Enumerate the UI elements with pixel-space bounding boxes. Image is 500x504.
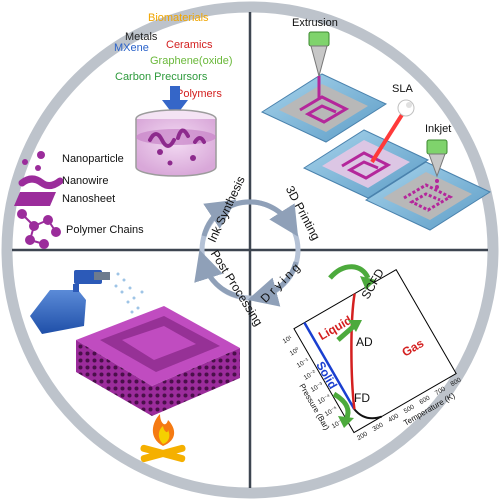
cycle-arrow-right-icon bbox=[247, 261, 299, 307]
method-fd-label: FD bbox=[354, 391, 370, 405]
nanoparticle-icon bbox=[22, 151, 45, 171]
spray-mist bbox=[114, 272, 144, 314]
cycle-arrow-left-icon bbox=[201, 199, 237, 237]
sla-label: SLA bbox=[392, 83, 413, 95]
x-tick: 700 bbox=[434, 385, 447, 397]
inkjet-nozzle-icon bbox=[426, 139, 448, 189]
material-polymers: Polymers bbox=[176, 88, 222, 100]
material-biomaterials: Biomaterials bbox=[148, 12, 209, 24]
nanosheet-icon bbox=[14, 192, 56, 206]
x-tick: 200 bbox=[356, 430, 369, 442]
nanosheet-label: Nanosheet bbox=[62, 193, 115, 205]
vaporization-curve bbox=[350, 293, 356, 410]
inkjet-label: Inkjet bbox=[425, 123, 451, 135]
ad-arrowhead-icon bbox=[348, 320, 362, 332]
scfd-arrowhead-icon bbox=[360, 276, 376, 290]
scfd-path-arrow-icon bbox=[328, 264, 371, 280]
nanowire-label: Nanowire bbox=[62, 175, 108, 187]
material-metals: Metals bbox=[125, 31, 158, 43]
material-mxene: MXene bbox=[114, 42, 149, 54]
sublimation-curve bbox=[353, 408, 382, 420]
drying-quadrant: Solid Liquid Gas Pressure (Bar) Temperat… bbox=[282, 264, 463, 442]
x-ticks: 200 300 400 500 600 700 800 bbox=[356, 376, 463, 442]
extrusion-substrate bbox=[260, 73, 388, 143]
x-tick: 300 bbox=[372, 421, 385, 433]
ad-path-arrow-icon bbox=[336, 324, 356, 342]
fd-path-arrow-icon bbox=[332, 391, 351, 422]
printed-lattice-structure bbox=[76, 306, 240, 416]
sla-laser-icon bbox=[370, 99, 415, 164]
y-tick: 10⁰ bbox=[289, 346, 301, 357]
y-tick: 10¹ bbox=[282, 334, 294, 345]
fire-icon bbox=[140, 414, 186, 463]
x-tick: 600 bbox=[418, 394, 431, 406]
x-tick: 500 bbox=[403, 403, 416, 415]
x-tick: 400 bbox=[387, 412, 400, 424]
x-tick: 800 bbox=[449, 376, 462, 388]
cycle-arrow-bottom-icon bbox=[194, 249, 239, 299]
printing-quadrant: Extrusion SLA Inkjet bbox=[260, 17, 492, 231]
nanowire-icon bbox=[18, 175, 64, 190]
spray-bottle-icon bbox=[30, 270, 110, 334]
down-arrow-icon bbox=[162, 86, 188, 117]
fd-arrowhead-icon bbox=[338, 416, 354, 428]
method-ad-label: AD bbox=[356, 335, 373, 349]
material-graphene: Graphene(oxide) bbox=[150, 55, 233, 67]
material-carbon: Carbon Precursors bbox=[115, 71, 208, 83]
phase-diagram-frame bbox=[293, 268, 457, 434]
polymer-chain-icon bbox=[17, 209, 61, 249]
nanoparticle-label: Nanoparticle bbox=[62, 153, 124, 165]
polymer-chains-label: Polymer Chains bbox=[66, 224, 144, 236]
beaker-icon bbox=[135, 109, 217, 177]
extrusion-nozzle-icon bbox=[308, 31, 330, 100]
phase-diagram: Solid Liquid Gas Pressure (Bar) Temperat… bbox=[282, 268, 463, 442]
inkjet-substrate bbox=[364, 161, 492, 231]
extrusion-label: Extrusion bbox=[292, 17, 338, 29]
ink-synthesis-quadrant: Biomaterials Metals Ceramics MXene Graph… bbox=[14, 12, 233, 249]
solid-liquid-boundary bbox=[303, 322, 356, 410]
post-processing-quadrant bbox=[30, 270, 240, 463]
material-ceramics: Ceramics bbox=[166, 39, 213, 51]
sla-substrate bbox=[302, 129, 430, 199]
